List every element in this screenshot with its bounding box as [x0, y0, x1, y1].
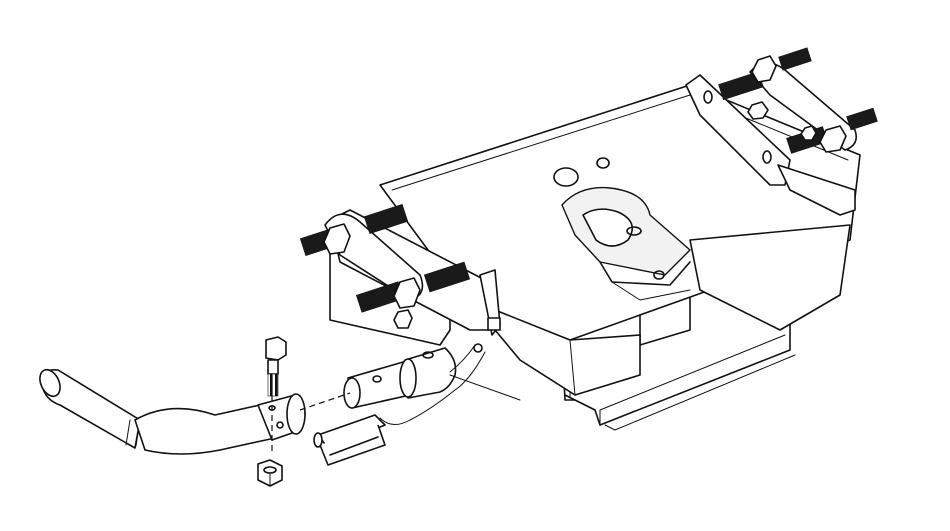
plate-hole-small	[596, 157, 610, 169]
nut	[257, 459, 283, 487]
bolt	[265, 336, 287, 397]
plate-hole-large	[553, 167, 579, 187]
pivot-tube	[343, 347, 521, 409]
safety-clip	[313, 343, 486, 466]
handle	[39, 368, 306, 455]
u-bolt-rear	[685, 47, 878, 216]
assembly-centerlines	[271, 392, 351, 455]
u-bolt-front	[299, 203, 501, 336]
